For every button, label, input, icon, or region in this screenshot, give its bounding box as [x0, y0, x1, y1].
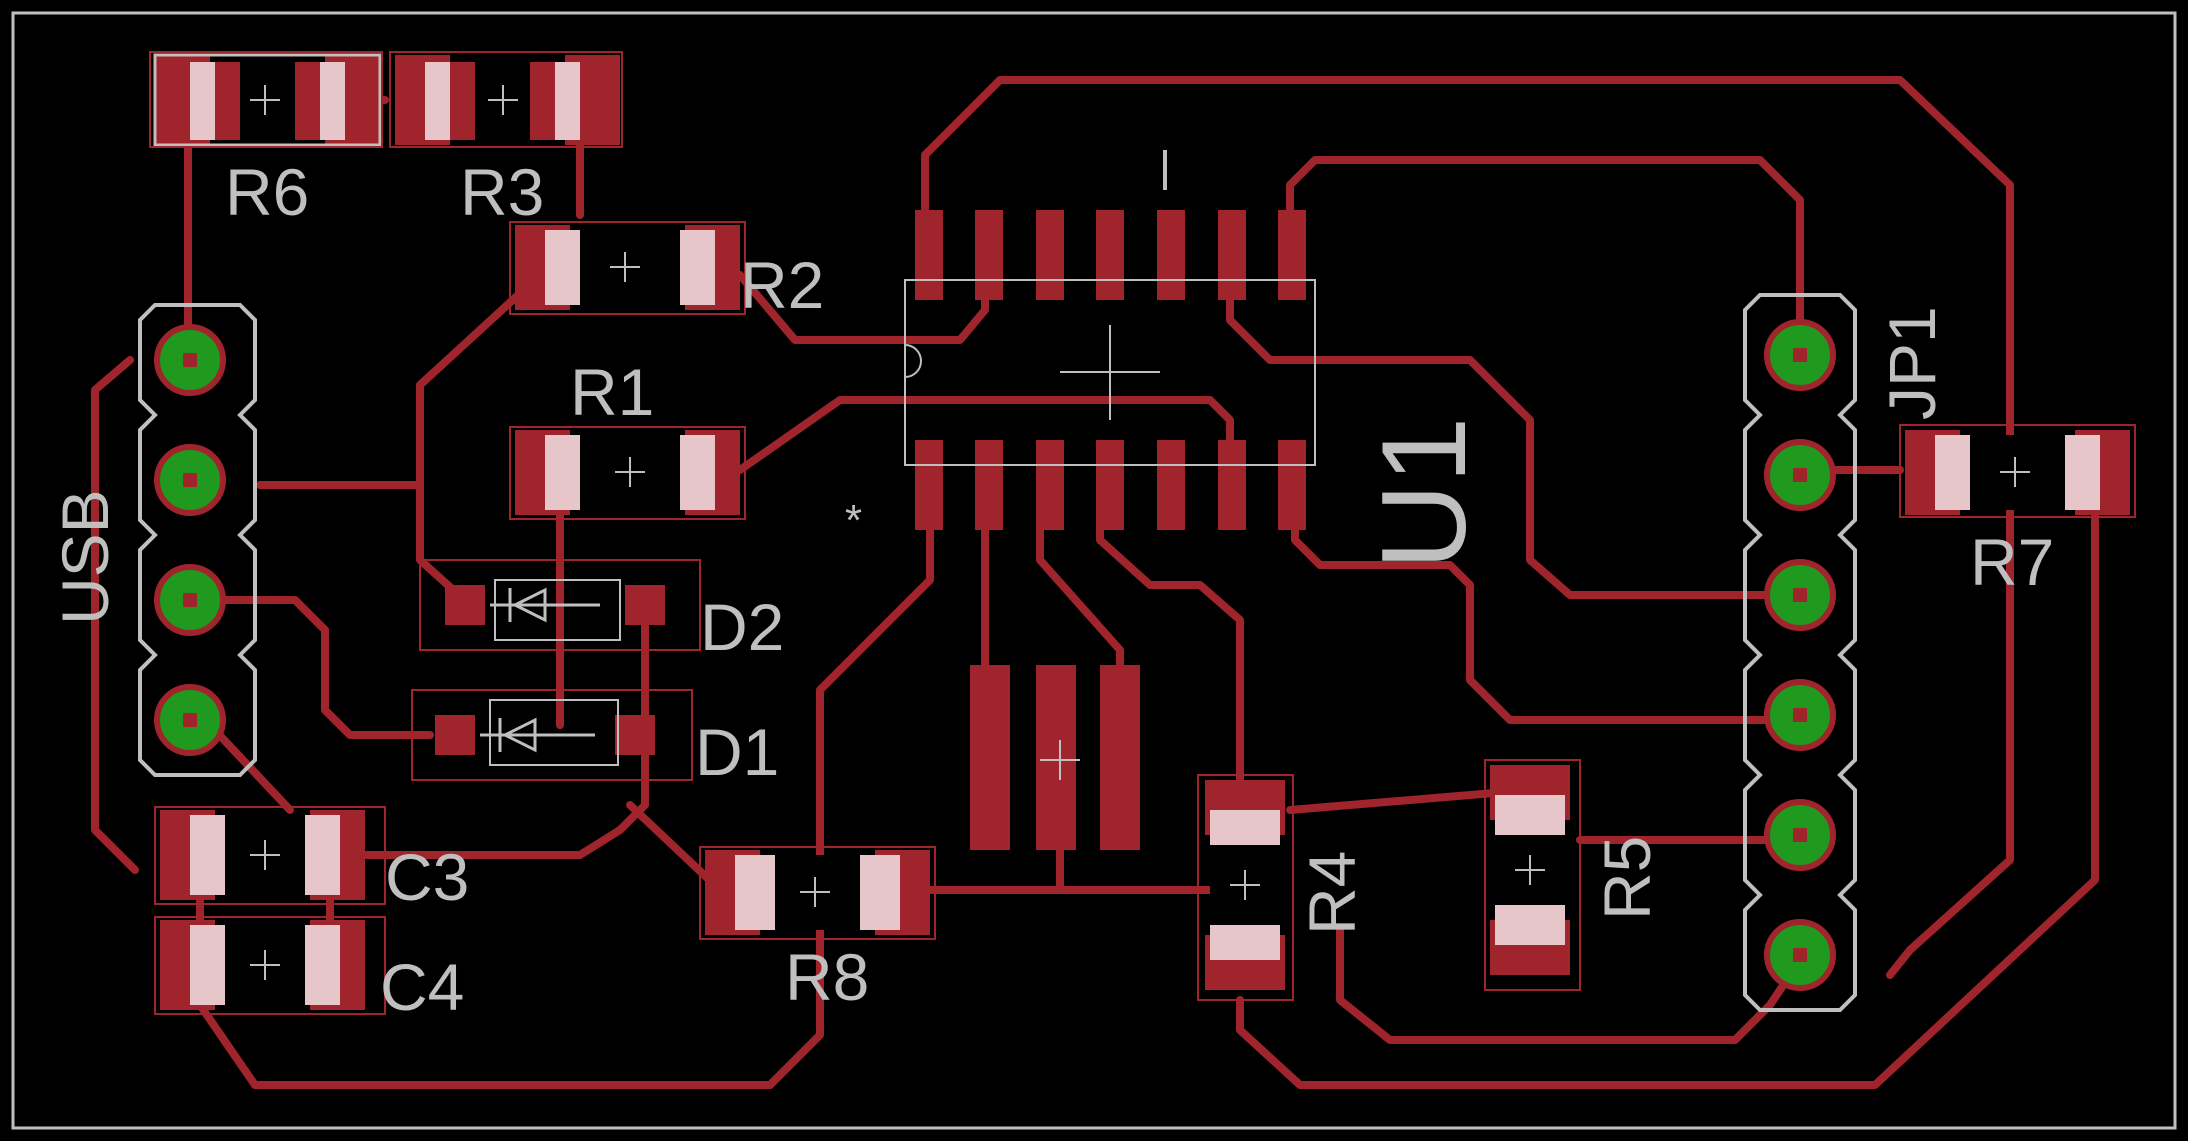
label-u1: U1: [1357, 417, 1491, 570]
u1-pin-top-3: [1036, 210, 1064, 300]
package-outlines: [149, 51, 2136, 1015]
u1-pin-top-5: [1157, 210, 1185, 300]
r4-body: [1210, 810, 1280, 960]
u1-pin-bot-7: [1278, 440, 1306, 530]
label-c4: C4: [380, 950, 464, 1024]
label-r6: R6: [225, 155, 309, 229]
usb-header-outline: [138, 303, 257, 777]
label-d1: D1: [695, 715, 779, 789]
d1-pad-left: [435, 715, 475, 755]
board-outline: [11, 11, 2177, 1130]
r5-body: [1495, 795, 1565, 945]
d2-pad-left: [445, 585, 485, 625]
diode-symbols: [480, 587, 600, 753]
u1-pin-top-6: [1218, 210, 1246, 300]
label-star: *: [845, 496, 862, 545]
u1-pin-top-4: [1096, 210, 1124, 300]
u1-pin-bot-6: [1218, 440, 1246, 530]
label-r4: R4: [1295, 851, 1369, 935]
r1-body: [545, 435, 715, 510]
label-c3: C3: [385, 840, 469, 914]
label-r1: R1: [570, 355, 654, 429]
copper-traces: [91, 76, 2099, 1089]
u1-pin-bot-4: [1096, 440, 1124, 530]
silkscreen-labels: R6 R3 R2 R1 D2 D1 C3 C4 R8 R7 * R4 R5 US…: [48, 155, 2054, 1024]
c3-body: [190, 815, 340, 895]
x-pad-2: [1036, 665, 1076, 850]
r3-body: [425, 62, 580, 140]
u1-pin-top-7: [1278, 210, 1306, 300]
x-pad-1: [970, 665, 1010, 850]
label-r5: R5: [1590, 836, 1664, 920]
label-r7: R7: [1970, 525, 2054, 599]
label-r8: R8: [785, 940, 869, 1014]
silkscreen-outlines: [153, 53, 382, 147]
label-r2: R2: [740, 248, 824, 322]
u1-pin-top-2: [975, 210, 1003, 300]
u1-pin-bot-1: [915, 440, 943, 530]
r2-body: [545, 230, 715, 305]
u1-pin-bot-5: [1157, 440, 1185, 530]
x-pad-3: [1100, 665, 1140, 850]
jp1-header-outline: [1743, 293, 1857, 1012]
d1-pad-right: [615, 715, 655, 755]
label-jp1: JP1: [1875, 306, 1949, 420]
r8-body: [735, 855, 900, 930]
d2-pad-right: [625, 585, 665, 625]
label-r3: R3: [460, 155, 544, 229]
r6-body: [190, 62, 345, 140]
u1-pin-top-1: [915, 210, 943, 300]
u1-center-cross: [1060, 150, 1167, 420]
c4-body: [190, 925, 340, 1005]
crystal-cross: [1040, 740, 1080, 780]
label-usb: USB: [48, 489, 122, 625]
r7-body: [1935, 435, 2100, 510]
jp1-header: [1743, 293, 1857, 1012]
u1-pin-bot-3: [1036, 440, 1064, 530]
component-bodies: [190, 62, 2100, 1005]
u1-pin-bot-2: [975, 440, 1003, 530]
usb-header: [138, 303, 257, 777]
label-d2: D2: [700, 590, 784, 664]
